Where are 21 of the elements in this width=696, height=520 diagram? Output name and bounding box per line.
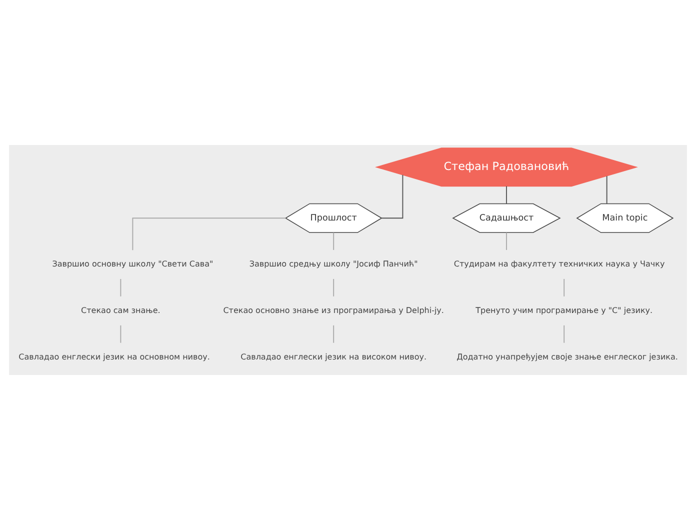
node-text: Стекао сам знање. bbox=[81, 306, 160, 315]
connector bbox=[564, 324, 565, 344]
node-text: Завршио средњу школу "Јосиф Панчић" bbox=[249, 260, 418, 269]
node-text: Савладао енглески језик на основном нивоу. bbox=[18, 352, 210, 362]
connector bbox=[333, 232, 334, 250]
connector bbox=[564, 278, 565, 297]
node-text: Додатно унапређујем своје знање енглеског језика. bbox=[456, 352, 678, 362]
connector bbox=[606, 176, 608, 204]
connector bbox=[506, 186, 507, 204]
node-text: Стекао основно знање из програмирања у Delphi-ју. bbox=[223, 306, 444, 315]
connector bbox=[506, 232, 507, 250]
connector bbox=[333, 278, 334, 297]
connector bbox=[132, 218, 286, 251]
node-text: Завршио основну школу "Свети Сава" bbox=[52, 260, 214, 269]
node-text: Тренуто учим програмирање у "C" језику. bbox=[476, 306, 653, 315]
node-text: Савладао енглески језик на високом нивоу. bbox=[240, 352, 427, 362]
connector bbox=[333, 324, 334, 344]
node-text: Студирам на факултету техничких наука у Чачку bbox=[454, 260, 665, 269]
connector bbox=[120, 278, 122, 297]
connector bbox=[120, 324, 122, 344]
connector bbox=[381, 174, 404, 219]
